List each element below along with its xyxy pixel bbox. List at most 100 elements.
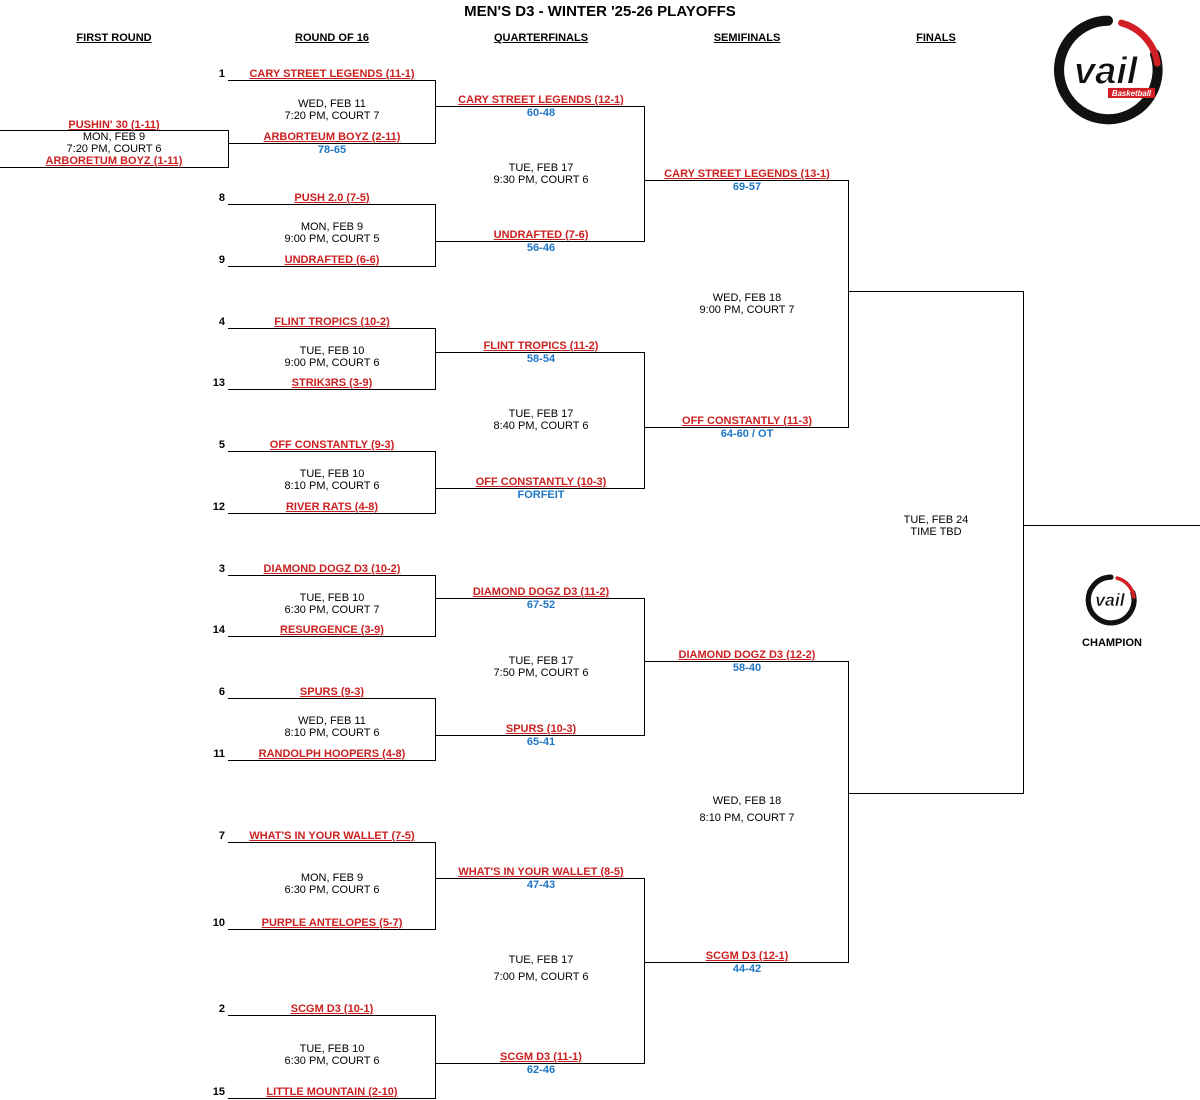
qf-team: FLINT TROPICS (11-2): [483, 340, 599, 352]
round-header: ROUND OF 16: [295, 32, 369, 44]
game-date: MON, FEB 9: [300, 871, 364, 884]
sf-line: [644, 180, 849, 181]
game-score: 65-41: [526, 736, 556, 748]
r16-connector: [435, 328, 436, 390]
qf-connector: [644, 598, 645, 736]
game-time: TIME TBD: [910, 526, 962, 538]
sf-team: SCGM D3 (12-1): [705, 950, 789, 962]
game-score: 56-46: [526, 242, 556, 254]
seed-number: 2: [218, 1003, 225, 1015]
round-header: FIRST ROUND: [76, 32, 152, 44]
r16-line: [228, 929, 436, 930]
game-date: TUE, FEB 10: [299, 1042, 365, 1055]
game-time: 6:30 PM, COURT 7: [284, 603, 380, 616]
r16-team: FLINT TROPICS (10-2): [274, 316, 390, 328]
r16-connector: [435, 842, 436, 930]
sf-team: DIAMOND DOGZ D3 (12-2): [678, 649, 816, 661]
qf-line: [435, 488, 645, 489]
game-time: 9:00 PM, COURT 5: [284, 233, 380, 245]
final-line: [848, 291, 1024, 292]
r16-team: UNDRAFTED (6-6): [284, 254, 380, 266]
game-time: 7:00 PM, COURT 6: [493, 970, 589, 983]
game-score: 69-57: [732, 181, 762, 193]
seed-number: 11: [213, 748, 225, 760]
sf-line: [644, 661, 849, 662]
first-round-connector: [228, 130, 229, 168]
r16-connector: [435, 451, 436, 514]
game-score: 64-60 / OT: [720, 428, 774, 440]
qf-connector: [644, 106, 645, 242]
seed-number: 6: [218, 686, 225, 698]
qf-line: [435, 878, 645, 879]
r16-line: [228, 513, 436, 514]
game-date: TUE, FEB 10: [299, 344, 365, 357]
svg-text:vail: vail: [1095, 590, 1126, 610]
game-date: MON, FEB 9: [300, 221, 364, 233]
r16-line: [228, 760, 436, 761]
game-date: MON, FEB 9: [82, 131, 146, 143]
game-date: TUE, FEB 24: [903, 514, 969, 526]
game-score: 78-65: [317, 144, 347, 156]
r16-team: DIAMOND DOGZ D3 (10-2): [263, 563, 401, 575]
round-header: QUARTERFINALS: [493, 32, 589, 44]
r16-team: SCGM D3 (10-1): [290, 1003, 374, 1015]
r16-line: [228, 451, 436, 452]
first-round-line: [0, 130, 229, 131]
r16-line: [228, 698, 436, 699]
seed-number: 5: [218, 439, 225, 451]
qf-team: DIAMOND DOGZ D3 (11-2): [472, 586, 610, 598]
r16-line: [228, 1015, 436, 1016]
r16-team: RESURGENCE (3-9): [280, 624, 384, 636]
seed-number: 1: [218, 68, 225, 80]
final-line: [848, 793, 1024, 794]
r16-team: LITTLE MOUNTAIN (2-10): [266, 1086, 398, 1098]
seed-number: 9: [218, 254, 225, 266]
r16-line: [228, 328, 436, 329]
qf-team: OFF CONSTANTLY (10-3): [475, 476, 607, 488]
game-time: 7:50 PM, COURT 6: [493, 666, 589, 679]
game-time: 8:40 PM, COURT 6: [493, 420, 589, 432]
r16-team: PUSH 2.0 (7-5): [294, 192, 370, 204]
game-time: 9:00 PM, COURT 6: [284, 356, 380, 369]
page-title: MEN'S D3 - WINTER '25-26 PLAYOFFS: [464, 3, 736, 20]
first-round-team: ARBORETUM BOYZ (1-11): [45, 155, 183, 167]
game-date: WED, FEB 18: [712, 794, 782, 807]
qf-team: UNDRAFTED (7-6): [493, 229, 589, 241]
r16-connector: [435, 1015, 436, 1099]
game-score: 60-48: [526, 107, 556, 119]
r16-line: [228, 575, 436, 576]
qf-line: [435, 241, 645, 242]
game-date: TUE, FEB 17: [508, 953, 574, 966]
game-score: 58-54: [526, 353, 556, 365]
r16-connector: [435, 80, 436, 144]
sf-line: [644, 962, 849, 963]
sf-connector: [848, 180, 849, 428]
qf-line: [435, 598, 645, 599]
game-score: 47-43: [526, 879, 556, 891]
game-date: TUE, FEB 17: [508, 408, 574, 420]
game-score: 44-42: [732, 963, 762, 975]
game-time: 8:10 PM, COURT 7: [699, 811, 795, 824]
svg-text:vail: vail: [1074, 50, 1139, 92]
r16-team: STRIK3RS (3-9): [291, 377, 373, 389]
game-time: 8:10 PM, COURT 6: [284, 480, 380, 492]
r16-team: OFF CONSTANTLY (9-3): [269, 439, 395, 451]
seed-number: 14: [212, 624, 225, 636]
seed-number: 3: [218, 563, 225, 575]
qf-line: [435, 735, 645, 736]
sf-team: OFF CONSTANTLY (11-3): [682, 415, 812, 427]
sf-line: [644, 427, 849, 428]
svg-text:Basketball: Basketball: [1112, 89, 1152, 98]
game-date: TUE, FEB 17: [508, 654, 574, 667]
game-score: FORFEIT: [517, 489, 565, 501]
qf-team: CARY STREET LEGENDS (12-1): [458, 94, 624, 106]
sf-connector: [848, 661, 849, 963]
game-date: WED, FEB 11: [298, 97, 366, 110]
first-round-team: PUSHIN' 30 (1-11): [68, 119, 160, 131]
r16-line: [228, 1098, 436, 1099]
seed-number: 7: [218, 830, 225, 842]
r16-team: RIVER RATS (4-8): [285, 501, 379, 513]
seed-number: 15: [212, 1086, 225, 1098]
seed-number: 13: [212, 377, 225, 389]
